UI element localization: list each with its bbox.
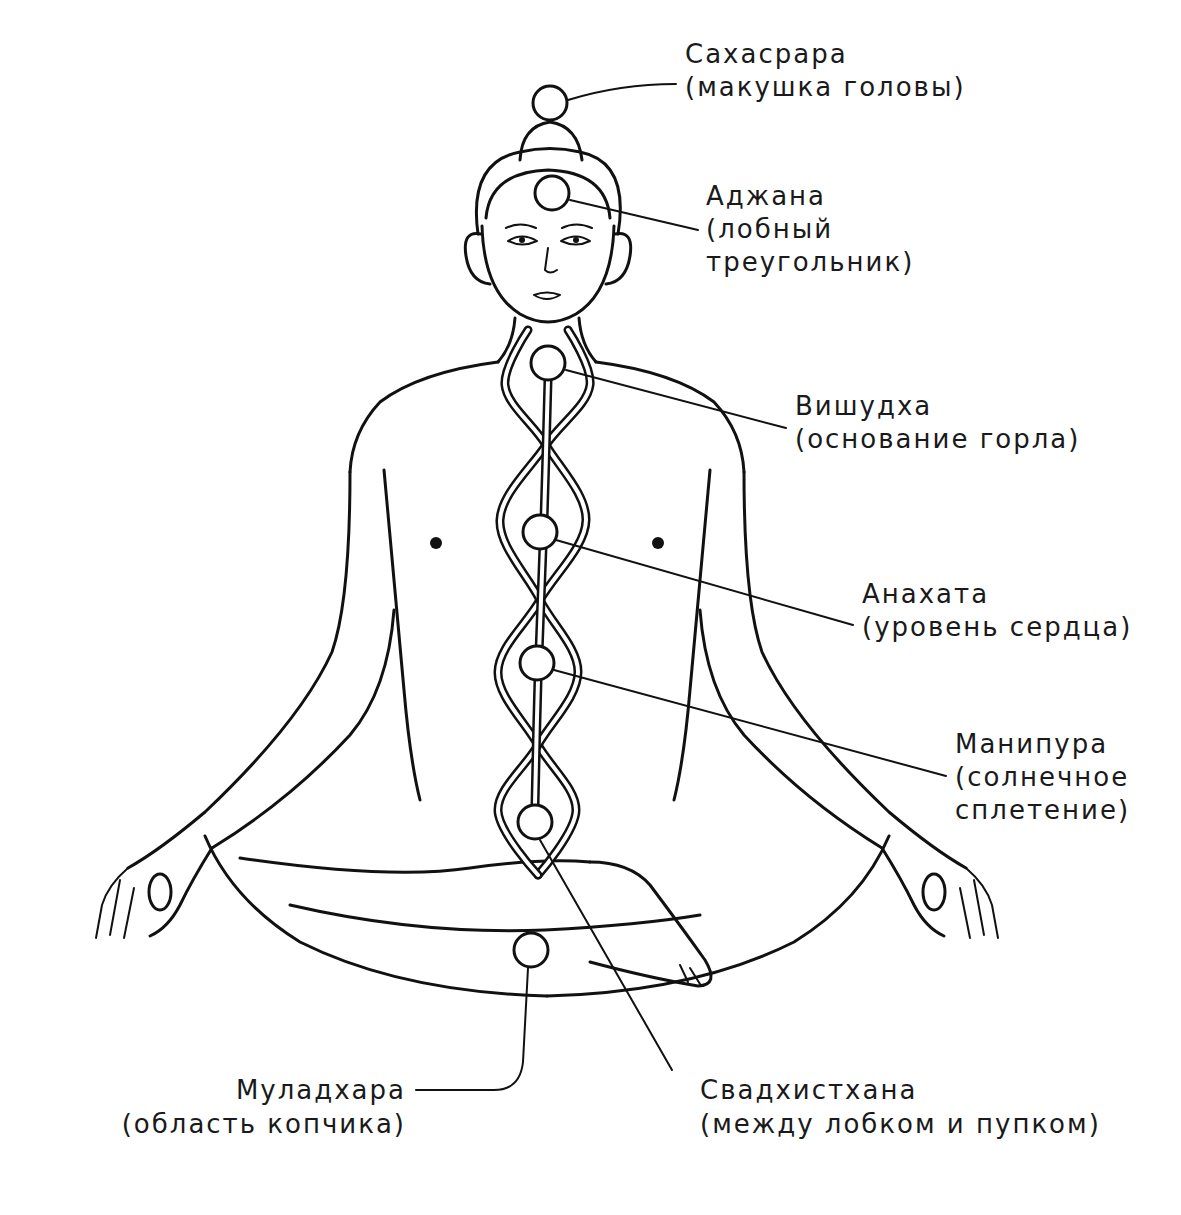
shoulder bbox=[350, 362, 498, 472]
toes bbox=[680, 965, 700, 984]
right-pupil bbox=[573, 237, 579, 243]
shin-line bbox=[290, 905, 700, 931]
hair-bun bbox=[520, 122, 582, 160]
finger bbox=[124, 888, 134, 938]
nose bbox=[545, 248, 557, 273]
leader-line bbox=[556, 540, 853, 625]
chakra-circle bbox=[535, 176, 569, 210]
hand bbox=[150, 848, 212, 936]
channel-inner bbox=[535, 380, 548, 805]
mudra-fingers bbox=[149, 874, 171, 910]
chakra-name: Сахасрара bbox=[685, 38, 848, 71]
hairline bbox=[486, 170, 610, 218]
chakra-points bbox=[514, 86, 569, 967]
chakra-circle bbox=[531, 346, 565, 380]
inner-arm bbox=[212, 610, 394, 848]
channel-outline bbox=[535, 380, 548, 805]
leader-line bbox=[566, 370, 786, 428]
chakra-circle bbox=[523, 515, 557, 549]
chakra-name: Аджана bbox=[706, 180, 826, 213]
location-note: (уровень сердца) bbox=[862, 611, 1132, 644]
leader-line bbox=[570, 200, 698, 230]
chakra-circle bbox=[520, 646, 554, 680]
chakra-circle bbox=[514, 933, 548, 967]
chakra-circle bbox=[518, 805, 552, 839]
leader-line bbox=[554, 670, 946, 776]
channel-outline bbox=[498, 330, 590, 875]
location-note: (макушка головы) bbox=[685, 71, 966, 104]
left-eye bbox=[508, 237, 537, 245]
chakra-name: Анахата bbox=[862, 578, 989, 611]
chakra-name: Вишудха bbox=[795, 390, 932, 423]
chakra-name: Муладхара bbox=[236, 1074, 406, 1107]
finger bbox=[96, 868, 128, 938]
left-ear bbox=[465, 233, 490, 284]
body-half-mirror bbox=[547, 318, 998, 996]
finger bbox=[110, 880, 120, 935]
location-note: (область копчика) bbox=[122, 1108, 406, 1141]
chakra-circle bbox=[533, 86, 567, 120]
torso-side bbox=[384, 470, 420, 800]
nipple bbox=[430, 537, 442, 549]
left-brow bbox=[506, 225, 536, 229]
channel-inner bbox=[498, 330, 590, 875]
leader-line bbox=[416, 968, 528, 1090]
location-note: (между лобком и пупком) bbox=[700, 1108, 1101, 1141]
leader-line bbox=[568, 84, 676, 100]
leader-line bbox=[540, 840, 672, 1070]
outer-arm bbox=[128, 472, 350, 868]
seated-figure bbox=[96, 122, 998, 996]
location-note: (лобный треугольник) bbox=[706, 213, 956, 279]
head-top bbox=[476, 149, 620, 235]
location-note: (основание горла) bbox=[795, 423, 1080, 456]
location-note: (солнечное сплетение) bbox=[955, 761, 1170, 827]
chakra-name: Манипура bbox=[955, 728, 1108, 761]
right-eye bbox=[561, 237, 590, 245]
face-outline bbox=[482, 226, 614, 322]
right-ear bbox=[606, 233, 631, 284]
energy-channels bbox=[498, 330, 590, 875]
right-brow bbox=[562, 225, 592, 229]
foot bbox=[590, 862, 711, 986]
mouth bbox=[534, 293, 560, 300]
left-pupil bbox=[519, 237, 525, 243]
body-half bbox=[96, 318, 547, 996]
chakra-name: Свадхистхана bbox=[700, 1074, 917, 1107]
